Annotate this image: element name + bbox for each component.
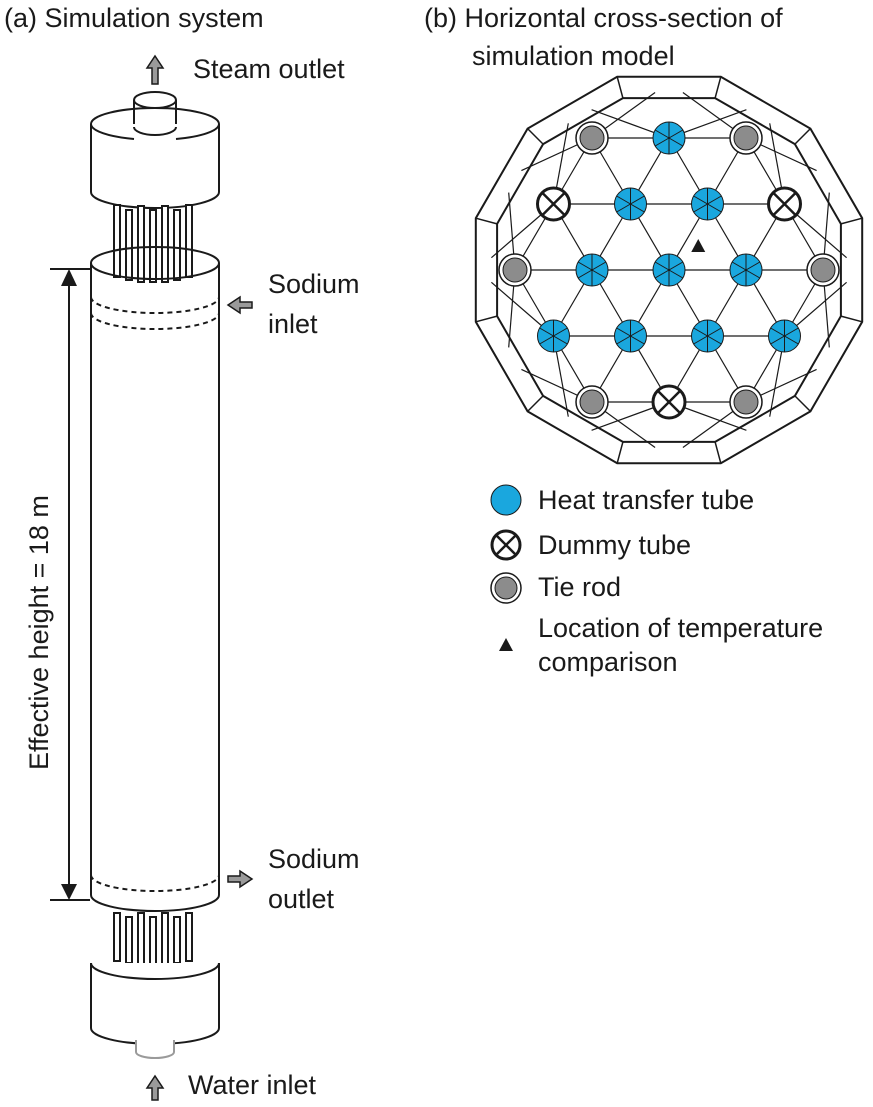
sodium-outlet-label-line1: Sodium <box>268 844 360 874</box>
heat-transfer-tube <box>537 319 570 353</box>
corner-connector <box>527 128 544 145</box>
panel-b-title-line1: (b) Horizontal cross-section of <box>424 3 783 33</box>
panel-b-title-line2: simulation model <box>472 41 675 71</box>
heat-transfer-tube <box>691 187 724 221</box>
corner-connector <box>794 128 811 145</box>
tie-rod <box>806 253 840 287</box>
sodium-inlet-label-line2: inlet <box>268 309 318 339</box>
legend <box>490 484 522 651</box>
water-inlet-label: Water inlet <box>188 1070 317 1100</box>
legend-tie-rod-label: Tie rod <box>538 572 622 602</box>
corner-connector <box>616 76 624 99</box>
legend-tie-rod-icon <box>490 572 522 604</box>
legend-dummy-tube-label: Dummy tube <box>538 530 692 560</box>
corner-connector <box>475 217 498 225</box>
heat-transfer-tube <box>614 319 647 353</box>
sodium-inlet-arrow-icon <box>226 295 253 315</box>
heat-transfer-tube <box>729 253 763 287</box>
cross-section-diagram <box>474 75 864 465</box>
dummy-tube <box>767 186 802 222</box>
sodium-inlet-label-line1: Sodium <box>268 269 360 299</box>
simulation-system-drawing <box>50 54 254 1101</box>
bottom-header <box>90 962 220 1045</box>
vessel-body <box>90 246 220 912</box>
heat-transfer-tube <box>652 253 686 287</box>
heat-transfer-tube <box>614 187 647 221</box>
tie-rod <box>498 253 532 287</box>
tie-rod <box>729 385 763 419</box>
tie-rod <box>575 385 609 419</box>
corner-connector <box>794 395 811 412</box>
steam-outlet-label: Steam outlet <box>193 54 345 84</box>
corner-connector <box>527 395 544 412</box>
corner-connector <box>840 315 863 323</box>
dummy-tube <box>651 384 687 420</box>
legend-location-label-line1: Location of temperature <box>538 613 824 643</box>
panel-a-title: (a) Simulation system <box>4 3 264 33</box>
corner-connector <box>714 441 722 464</box>
heat-transfer-tube <box>768 319 801 353</box>
legend-location-label-line2: comparison <box>538 647 678 677</box>
heat-transfer-tube <box>575 253 609 287</box>
legend-heat-transfer-tube-label: Heat transfer tube <box>538 485 755 515</box>
heat-transfer-tube <box>691 319 724 353</box>
legend-heat-tube-icon <box>490 484 522 516</box>
corner-connector <box>616 441 624 464</box>
steam-outlet-arrow-icon <box>145 54 165 85</box>
tie-rod <box>575 121 609 155</box>
corner-connector <box>840 217 863 225</box>
top-header <box>90 107 220 209</box>
temperature-location-marker <box>691 239 706 252</box>
tie-rod <box>729 121 763 155</box>
corner-connector <box>714 76 722 99</box>
top-tube-bundle <box>113 204 193 283</box>
effective-height-dimension <box>50 268 90 901</box>
legend-dummy-tube-icon <box>490 529 522 561</box>
legend-location-triangle-icon <box>499 638 513 651</box>
bottom-tube-bundle <box>113 912 193 968</box>
sodium-outlet-arrow-icon <box>227 869 254 889</box>
sodium-outlet-label-line2: outlet <box>268 884 335 914</box>
heat-transfer-tube <box>652 121 686 155</box>
bottom-nozzle <box>135 1040 175 1059</box>
dummy-tube <box>536 186 571 222</box>
water-inlet-arrow-icon <box>145 1074 165 1101</box>
corner-connector <box>475 315 498 323</box>
